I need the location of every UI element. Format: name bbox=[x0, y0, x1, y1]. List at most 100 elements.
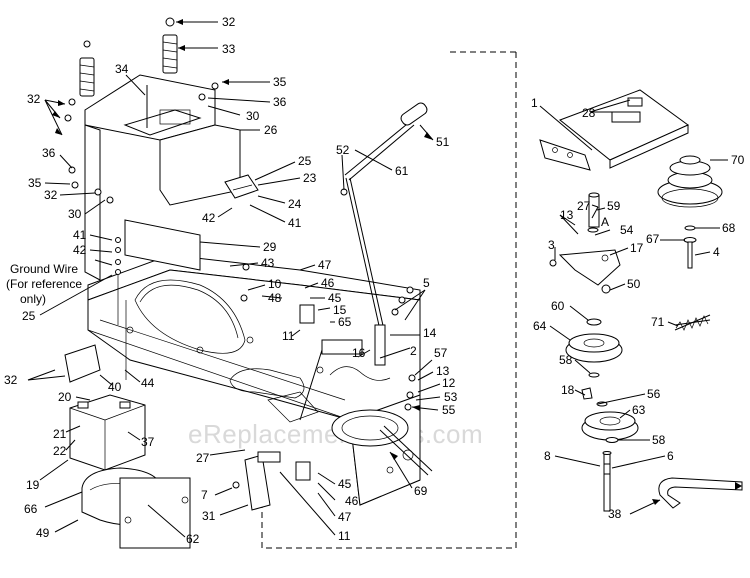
callout-58-bottom: 58 bbox=[652, 433, 666, 447]
callout-67: 67 bbox=[646, 232, 660, 246]
callout-53: 53 bbox=[444, 390, 458, 404]
ground-wire-note: Ground Wire (For reference only) bbox=[6, 262, 82, 306]
callout-46-top: 46 bbox=[321, 276, 335, 290]
callout-31: 31 bbox=[202, 509, 216, 523]
shift-lever bbox=[340, 102, 428, 331]
callout-12: 12 bbox=[442, 376, 456, 390]
callout-42-top: 42 bbox=[202, 211, 216, 225]
callout-58-top: 58 bbox=[559, 353, 573, 367]
callout-44: 44 bbox=[141, 376, 155, 390]
callout-59: 59 bbox=[607, 199, 621, 213]
callout-25-left: 25 bbox=[22, 309, 36, 323]
callout-15: 15 bbox=[333, 303, 347, 317]
lower-bracket bbox=[232, 451, 311, 511]
callout-54: 54 bbox=[620, 223, 634, 237]
idler-shaft bbox=[588, 194, 600, 228]
callout-68: 68 bbox=[722, 221, 736, 235]
callout-18: 18 bbox=[561, 383, 575, 397]
bolt-8 bbox=[603, 452, 611, 512]
dashed-group-outline bbox=[261, 51, 517, 549]
callout-23: 23 bbox=[303, 171, 317, 185]
battery-holddown bbox=[81, 467, 191, 549]
callout-a: A bbox=[601, 215, 609, 229]
callout-30-left: 30 bbox=[68, 207, 82, 221]
callout-10: 10 bbox=[268, 277, 282, 291]
pulley-70 bbox=[657, 155, 723, 208]
leader-arrowheads bbox=[52, 19, 742, 505]
callout-66: 66 bbox=[24, 502, 38, 516]
callout-13-mid: 13 bbox=[436, 364, 450, 378]
callout-32-mid: 32 bbox=[44, 188, 58, 202]
callout-45-top: 45 bbox=[328, 291, 342, 305]
callout-21: 21 bbox=[53, 427, 67, 441]
callout-46-bottom: 46 bbox=[345, 494, 359, 508]
linkage bbox=[240, 263, 416, 421]
callout-55: 55 bbox=[442, 403, 456, 417]
callout-49: 49 bbox=[36, 526, 50, 540]
callout-28: 28 bbox=[582, 106, 596, 120]
callout-43: 43 bbox=[261, 256, 275, 270]
ground-wire-note-line2: (For reference bbox=[6, 277, 82, 291]
callout-11-bottom: 11 bbox=[338, 529, 351, 543]
callout-50: 50 bbox=[627, 277, 641, 291]
callout-64: 64 bbox=[533, 319, 547, 333]
callout-29: 29 bbox=[263, 240, 277, 254]
callout-35-left: 35 bbox=[28, 176, 42, 190]
callout-56: 56 bbox=[647, 387, 661, 401]
callout-5: 5 bbox=[423, 276, 430, 290]
callout-30-top: 30 bbox=[246, 109, 260, 123]
front-bracket bbox=[64, 344, 101, 383]
callout-labels: 32 33 34 35 36 30 26 32 36 35 32 30 25 2… bbox=[4, 15, 745, 546]
callout-41-left: 41 bbox=[73, 228, 87, 242]
callout-52: 52 bbox=[336, 143, 350, 157]
callout-24: 24 bbox=[288, 197, 302, 211]
callout-13-right: 13 bbox=[560, 208, 574, 222]
callout-11-top: 11 bbox=[282, 329, 295, 343]
idler-pulley-63 bbox=[581, 401, 639, 443]
callout-32-front: 32 bbox=[4, 373, 18, 387]
callout-36-left: 36 bbox=[42, 146, 56, 160]
callout-19: 19 bbox=[26, 478, 40, 492]
battery bbox=[69, 394, 146, 471]
callout-3: 3 bbox=[548, 238, 555, 252]
callout-26: 26 bbox=[264, 123, 278, 137]
callout-32-left: 32 bbox=[27, 92, 41, 106]
bolt-4 bbox=[683, 225, 697, 269]
callout-32-top: 32 bbox=[222, 15, 236, 29]
callout-70: 70 bbox=[731, 153, 745, 167]
callout-36-top: 36 bbox=[273, 95, 287, 109]
callout-16: 16 bbox=[352, 346, 366, 360]
callout-6: 6 bbox=[667, 449, 674, 463]
callout-14: 14 bbox=[423, 326, 437, 340]
callout-42-left: 42 bbox=[73, 243, 87, 257]
callout-33: 33 bbox=[222, 42, 236, 56]
callout-57: 57 bbox=[434, 346, 448, 360]
callout-38: 38 bbox=[608, 507, 622, 521]
frame-chassis bbox=[87, 254, 433, 506]
callout-48: 48 bbox=[268, 291, 282, 305]
callout-37: 37 bbox=[141, 435, 155, 449]
callout-71: 71 bbox=[651, 315, 665, 329]
callout-27-right: 27 bbox=[577, 199, 591, 213]
callout-69: 69 bbox=[414, 484, 428, 498]
callout-51: 51 bbox=[436, 135, 450, 149]
callout-62: 62 bbox=[186, 532, 200, 546]
callout-45-bottom: 45 bbox=[338, 477, 352, 491]
callout-40: 40 bbox=[108, 380, 122, 394]
console-bracket bbox=[64, 17, 259, 380]
ground-wire bbox=[134, 279, 246, 354]
callout-25-top: 25 bbox=[298, 154, 312, 168]
callout-27-bottom: 27 bbox=[196, 451, 210, 465]
callout-17: 17 bbox=[630, 241, 644, 255]
callout-2: 2 bbox=[410, 344, 417, 358]
spring-71 bbox=[674, 314, 711, 331]
idler-plate bbox=[539, 89, 689, 171]
idler-arm bbox=[558, 249, 621, 286]
spring-left bbox=[79, 57, 95, 97]
callout-63: 63 bbox=[632, 403, 646, 417]
callout-41-top: 41 bbox=[288, 216, 302, 230]
callout-20: 20 bbox=[58, 390, 72, 404]
callout-65: 65 bbox=[338, 315, 352, 329]
spring-33 bbox=[162, 34, 178, 74]
ground-wire-note-line1: Ground Wire bbox=[10, 262, 78, 276]
